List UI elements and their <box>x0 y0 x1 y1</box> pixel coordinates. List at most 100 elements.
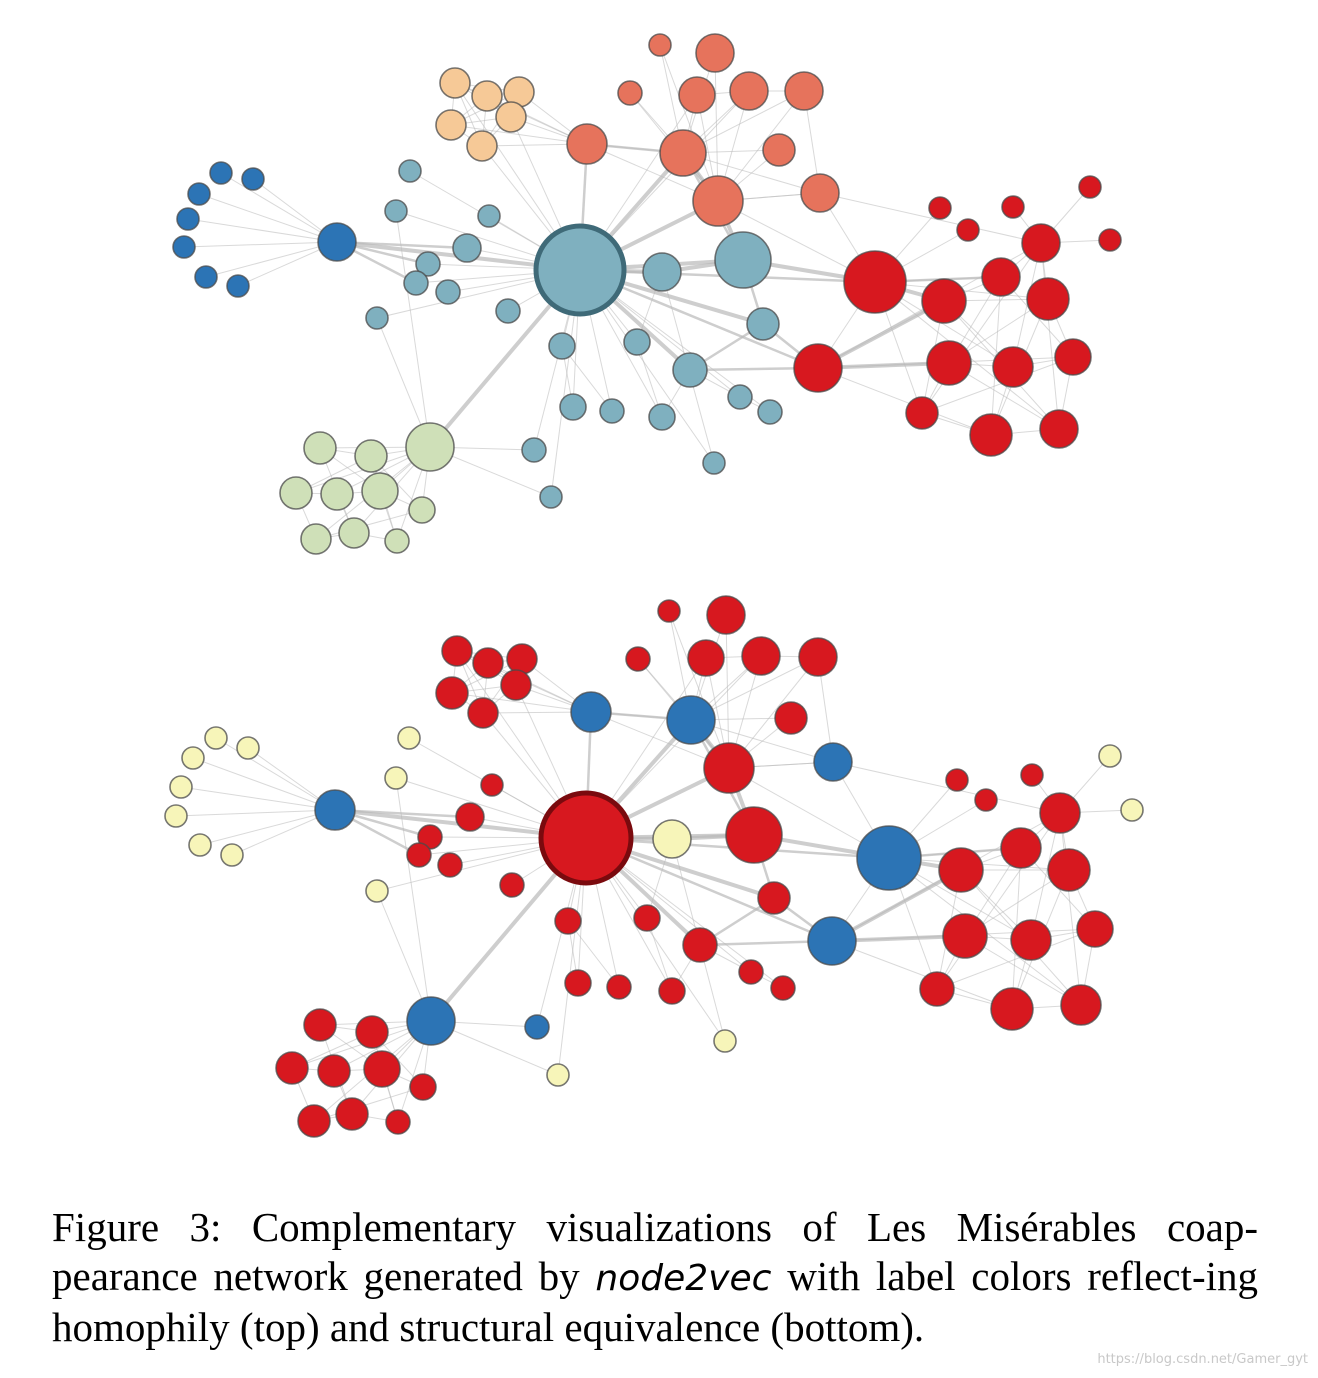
bottom-node-red <box>741 636 781 676</box>
top-node-green <box>361 472 399 510</box>
top-node-green <box>320 477 354 511</box>
bottom-node-red <box>303 1008 337 1042</box>
bottom-node-red <box>435 676 469 710</box>
bottom-node-yellow <box>181 746 205 770</box>
bottom-node-red <box>1076 910 1114 948</box>
top-node-blue <box>187 182 211 206</box>
bottom-node-red <box>738 959 764 985</box>
bottom-node-red <box>297 1104 331 1138</box>
top-node-teal <box>365 306 389 330</box>
top-node-teal <box>623 328 651 356</box>
top-node-orange <box>784 71 824 111</box>
top-node-red <box>992 346 1034 388</box>
top-edge <box>395 210 431 448</box>
top-node-orange <box>800 173 840 213</box>
top-node-teal <box>539 485 563 509</box>
top-node-teal <box>452 233 482 263</box>
bottom-edge <box>395 777 432 1022</box>
bottom-node-red <box>1020 763 1044 787</box>
top-node-red <box>1001 195 1025 219</box>
bottom-node-red <box>658 977 686 1005</box>
bottom-edge <box>192 757 336 811</box>
top-node-teal <box>415 251 441 277</box>
top-node-green <box>279 476 313 510</box>
top-node-peach <box>435 109 467 141</box>
top-node-red <box>905 396 939 430</box>
top-node-red <box>926 340 972 386</box>
bottom-node-red <box>467 697 499 729</box>
bottom-edges <box>175 610 1133 1123</box>
bottom-node-red <box>409 1073 437 1101</box>
bottom-node-blue <box>666 695 716 745</box>
bottom-node-red <box>317 1054 351 1088</box>
figure-caption: Figure 3: Complementary visualizations o… <box>52 1203 1258 1352</box>
top-node-blue <box>226 274 250 298</box>
bottom-node-red <box>480 773 504 797</box>
top-edge <box>198 193 338 243</box>
bottom-node-red <box>725 806 783 864</box>
top-edge <box>817 367 992 436</box>
figure-bottom-structural <box>0 595 1318 1180</box>
top-node-orange <box>678 76 716 114</box>
top-node-teal <box>642 252 682 292</box>
bottom-node-red <box>770 975 796 1001</box>
bottom-node-red <box>506 643 538 675</box>
top-node-teal <box>477 204 501 228</box>
bottom-node-yellow <box>204 726 228 750</box>
bottom-node-yellow <box>188 833 212 857</box>
top-node-orange <box>695 33 735 73</box>
top-node-teal <box>548 332 576 360</box>
bottom-edge <box>567 920 620 988</box>
bottom-node-red <box>945 768 969 792</box>
top-edge <box>205 241 338 278</box>
top-node-green <box>303 431 337 465</box>
top-node-teal <box>559 393 587 421</box>
top-node-teal <box>398 159 422 183</box>
bottom-edge <box>175 809 336 817</box>
bottom-node-red <box>938 847 984 893</box>
bottom-node-red <box>1060 984 1102 1026</box>
top-node-teal <box>521 437 547 463</box>
bottom-node-red <box>538 790 634 886</box>
top-node-orange <box>729 71 769 111</box>
bottom-nodes <box>164 595 1144 1138</box>
top-edge <box>819 192 1042 244</box>
top-node-teal <box>757 399 783 425</box>
bottom-node-yellow <box>384 766 408 790</box>
top-node-orange <box>762 133 796 167</box>
bottom-node-red <box>455 802 485 832</box>
top-node-teal <box>533 223 627 317</box>
bottom-node-red <box>275 1051 309 1085</box>
top-node-red <box>793 343 843 393</box>
caption-suffix: with label colors reflect-ing homophily … <box>52 1253 1258 1350</box>
bottom-node-yellow <box>1120 798 1144 822</box>
network-graph-bottom <box>164 595 1144 1138</box>
top-edge <box>450 124 588 145</box>
top-edge <box>220 172 338 243</box>
bottom-node-red <box>500 669 532 701</box>
top-node-orange <box>659 129 707 177</box>
top-node-green <box>384 528 410 554</box>
bottom-edge <box>215 737 336 811</box>
bottom-node-red <box>499 872 525 898</box>
top-node-teal <box>672 352 708 388</box>
bottom-node-red <box>1039 792 1081 834</box>
bottom-node-red <box>798 637 838 677</box>
bottom-node-yellow <box>164 804 188 828</box>
bottom-node-red <box>606 974 632 1000</box>
top-node-green <box>405 422 455 472</box>
top-node-green <box>300 523 332 555</box>
top-edge <box>921 242 1042 414</box>
top-edge <box>1012 242 1042 368</box>
top-edge <box>315 509 423 540</box>
bottom-node-red <box>472 647 504 679</box>
top-node-teal <box>702 451 726 475</box>
top-node-teal <box>403 270 429 296</box>
bottom-node-red <box>706 595 746 635</box>
top-node-blue <box>317 222 357 262</box>
top-node-blue <box>194 265 218 289</box>
bottom-node-red <box>687 639 725 677</box>
bottom-edge <box>180 786 336 811</box>
top-node-blue <box>176 207 200 231</box>
top-edge <box>336 240 468 250</box>
